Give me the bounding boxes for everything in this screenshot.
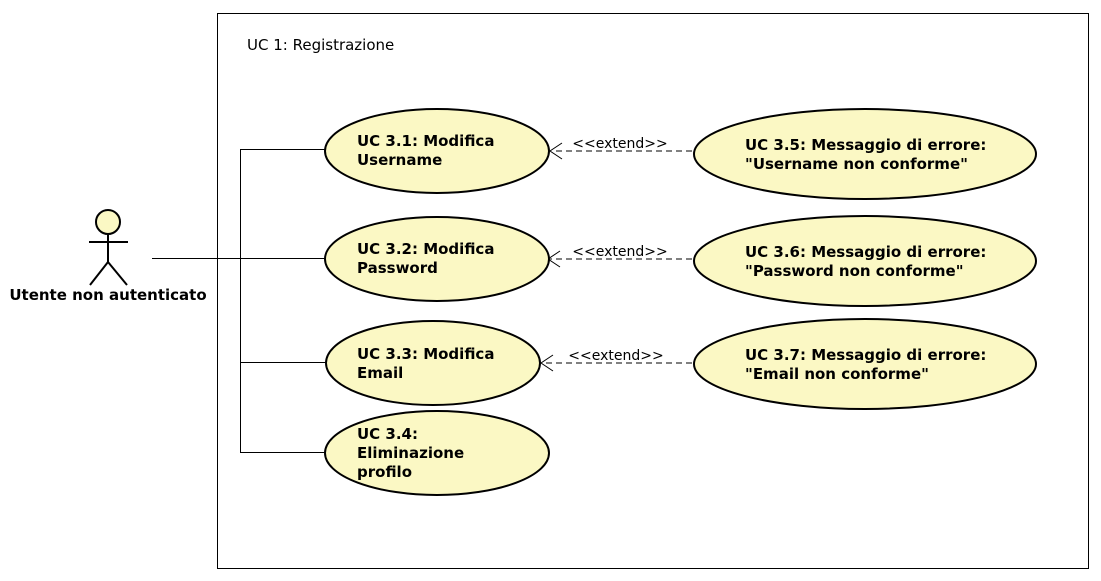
use-case-uc34: UC 3.4: Eliminazione profilo (324, 410, 550, 496)
use-case-label-line: profilo (357, 463, 412, 481)
use-case-uc31: UC 3.1: Modifica Username (324, 108, 550, 194)
extend-label-uc35: <<extend>> (572, 136, 667, 152)
use-case-label: UC 3.1: Modifica Username (357, 132, 500, 169)
use-case-ellipse (693, 108, 1037, 200)
actor-figure (89, 209, 128, 286)
actor-name: Utente non autenticato (9, 286, 206, 304)
use-case-uc37: UC 3.7: Messaggio di errore: "Email non … (693, 318, 1037, 410)
use-case-label-line: Password (357, 259, 438, 277)
association-lines (152, 149, 326, 453)
use-case-ellipse (693, 318, 1037, 410)
use-case-label-line: "Password non conforme" (745, 262, 964, 280)
use-case-uc32: UC 3.2: Modifica Password (324, 216, 550, 302)
use-case-label-line: "Email non conforme" (745, 365, 929, 383)
use-case-label-line: UC 3.5: Messaggio di errore: (745, 136, 986, 154)
use-case-ellipse (693, 215, 1037, 307)
use-case-label: UC 3.5: Messaggio di errore: "Username n… (745, 136, 992, 173)
use-case-ellipse (324, 410, 550, 496)
use-case-label: UC 3.3: Modifica Email (357, 345, 500, 382)
use-case-uc33: UC 3.3: Modifica Email (325, 320, 541, 406)
use-case-label: UC 3.2: Modifica Password (357, 240, 500, 277)
system-boundary (217, 13, 1089, 569)
use-case-label-line: UC 3.6: Messaggio di errore: (745, 243, 986, 261)
actor-head (95, 209, 121, 235)
actor-left-leg (89, 261, 109, 286)
extend-label-uc37: <<extend>> (568, 348, 663, 364)
use-case-label-line: Email (357, 364, 403, 382)
use-case-label: UC 3.4: Eliminazione profilo (357, 425, 469, 481)
use-case-ellipse (325, 320, 541, 406)
use-case-label-line: UC 3.4: (357, 425, 418, 443)
use-case-label-line: "Username non conforme" (745, 155, 968, 173)
use-case-ellipse (324, 216, 550, 302)
use-case-label: UC 3.7: Messaggio di errore: "Email non … (745, 346, 992, 383)
use-case-label-line: Eliminazione (357, 444, 464, 462)
use-case-label-line: UC 3.7: Messaggio di errore: (745, 346, 986, 364)
system-title: UC 1: Registrazione (247, 36, 394, 54)
use-case-label-line: Username (357, 151, 442, 169)
actor-right-leg (107, 261, 128, 286)
use-case-uc36: UC 3.6: Messaggio di errore: "Password n… (693, 215, 1037, 307)
use-case-label-line: UC 3.1: Modifica (357, 132, 494, 150)
use-case-label-line: UC 3.3: Modifica (357, 345, 494, 363)
use-case-uc35: UC 3.5: Messaggio di errore: "Username n… (693, 108, 1037, 200)
use-case-label-line: UC 3.2: Modifica (357, 240, 494, 258)
use-case-ellipse (324, 108, 550, 194)
use-case-label: UC 3.6: Messaggio di errore: "Password n… (745, 243, 992, 280)
extend-label-uc36: <<extend>> (572, 244, 667, 260)
